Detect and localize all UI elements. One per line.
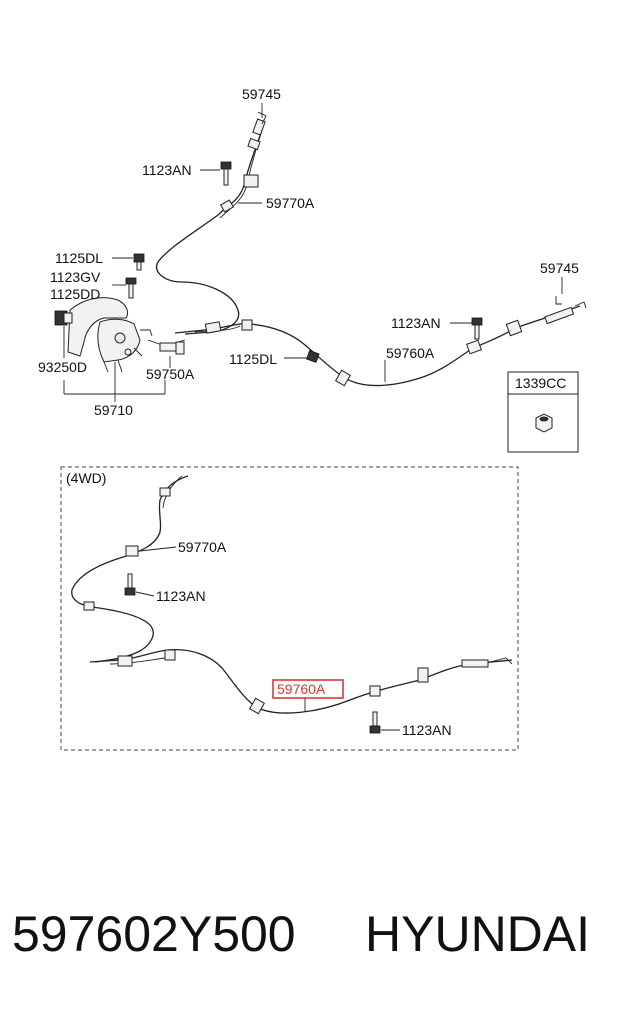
label-1123an-top: 1123AN	[142, 162, 192, 178]
bolt-1123an-right	[471, 317, 483, 340]
upper-assembly: 59745 1123AN 59770A 1125DL 1123GV 1125DD…	[38, 86, 587, 453]
label-59760a-upper: 59760A	[386, 345, 435, 361]
highlight-box-59760a	[272, 679, 344, 699]
label-4wd-59760a-highlighted: 59760A	[277, 681, 326, 697]
4wd-mid-bracket	[125, 545, 139, 557]
4wd-rear-bracket-c	[248, 697, 266, 715]
front-cable-59770a	[155, 129, 263, 335]
label-93250d: 93250D	[38, 359, 87, 375]
label-59750a: 59750A	[146, 366, 195, 382]
label-59770a-top: 59770A	[266, 195, 315, 211]
cable-bracket-c	[334, 369, 352, 387]
bolt-1125dl-lever	[133, 253, 145, 271]
cable-bracket-e	[505, 319, 523, 337]
4wd-rear-end	[461, 659, 489, 668]
label-59745-top: 59745	[242, 86, 281, 102]
part-number: 597602Y500	[12, 906, 296, 962]
4wd-assembly: (4WD)	[60, 466, 519, 751]
cable-bracket-b	[241, 319, 253, 331]
label-1125dl-left: 1125DL	[55, 250, 103, 266]
4wd-front-cable	[71, 475, 189, 663]
bolt-1123an-top	[220, 161, 232, 186]
4wd-bolt-1123an-bottom	[369, 711, 381, 734]
4wd-left-clip	[83, 601, 95, 611]
label-4wd-1123an-left: 1123AN	[156, 588, 206, 604]
bolt-1123gv	[125, 277, 137, 299]
label-59710: 59710	[94, 402, 133, 418]
4wd-rear-bracket-a	[117, 655, 133, 667]
label-4wd-1123an-bottom: 1123AN	[402, 722, 452, 738]
label-1339cc: 1339CC	[515, 375, 566, 391]
label-1123gv: 1123GV	[50, 269, 101, 285]
label-1123an-right: 1123AN	[391, 315, 441, 331]
cable-bracket-a	[204, 321, 222, 334]
4wd-rear-bracket-d	[369, 685, 381, 697]
leader-lines-upper	[63, 103, 563, 402]
label-59745-right: 59745	[540, 260, 579, 276]
4wd-rear-bracket-b	[164, 649, 176, 661]
label-1125dl-floor: 1125DL	[229, 351, 277, 367]
4wd-bolt-1123an-left	[124, 573, 136, 596]
nut-1339cc-box: 1339CC	[507, 371, 579, 453]
clip-59745-right	[555, 296, 562, 305]
4wd-top-fitting	[159, 487, 171, 497]
label-4wd-59770a: 59770A	[178, 539, 227, 555]
parking-brake-lever-59710	[67, 297, 153, 373]
label-4wd: (4WD)	[66, 470, 106, 486]
leader-lines-4wd	[135, 546, 400, 731]
label-1125dd: 1125DD	[50, 286, 100, 302]
equalizer-59750a	[147, 339, 186, 355]
rear-cable-end	[544, 306, 575, 325]
front-cable-end-fitting	[243, 111, 267, 188]
cable-clip	[219, 199, 235, 213]
4wd-dashed-frame	[60, 466, 519, 751]
cable-bracket-d	[466, 339, 482, 355]
switch-93250d	[54, 310, 73, 326]
brand-name: HYUNDAI	[365, 906, 591, 962]
bolt-1125dl-floor	[306, 350, 320, 363]
footer: 597602Y500 HYUNDAI	[0, 905, 620, 975]
4wd-rear-bracket-e	[417, 667, 429, 683]
